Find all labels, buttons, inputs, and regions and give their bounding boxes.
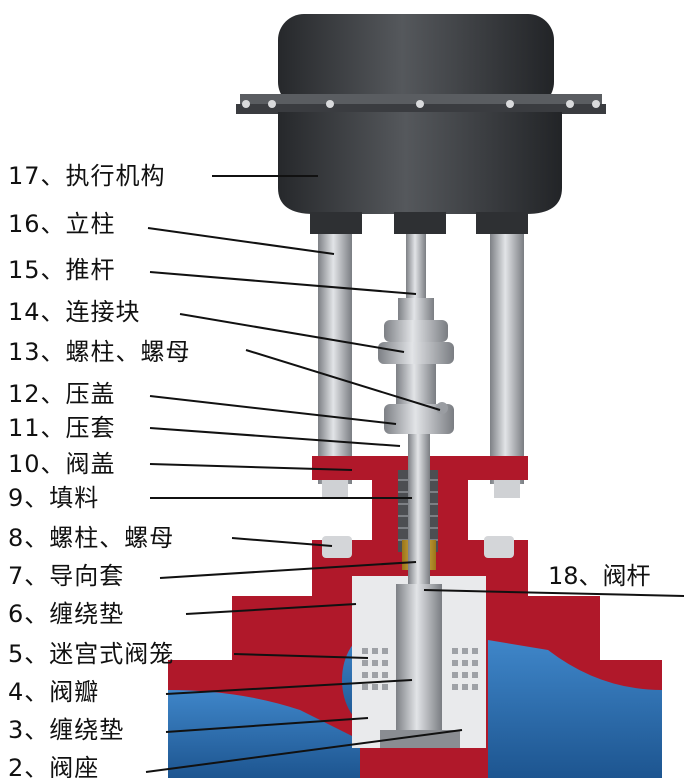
valve-internals xyxy=(352,434,486,748)
push-rod-and-connector xyxy=(378,234,454,434)
label-18: 18、阀杆 xyxy=(548,562,651,590)
label-10: 10、阀盖 xyxy=(8,450,116,478)
label-5: 5、迷宫式阀笼 xyxy=(8,640,175,668)
label-17: 17、执行机构 xyxy=(8,162,166,190)
label-12: 12、压盖 xyxy=(8,380,116,408)
label-14: 14、连接块 xyxy=(8,298,141,326)
leader-lines xyxy=(145,175,685,773)
label-9: 9、填料 xyxy=(8,484,100,512)
label-4: 4、阀瓣 xyxy=(8,678,100,706)
label-6: 6、缠绕垫 xyxy=(8,600,125,628)
label-7: 7、导向套 xyxy=(8,562,125,590)
label-11: 11、压套 xyxy=(8,414,116,442)
actuator-part xyxy=(236,14,606,234)
label-8: 8、螺柱、螺母 xyxy=(8,524,175,552)
label-3: 3、缠绕垫 xyxy=(8,716,125,744)
label-2: 2、阀座 xyxy=(8,754,100,778)
label-16: 16、立柱 xyxy=(8,210,116,238)
label-13: 13、螺柱、螺母 xyxy=(8,338,191,366)
label-15: 15、推杆 xyxy=(8,256,116,284)
